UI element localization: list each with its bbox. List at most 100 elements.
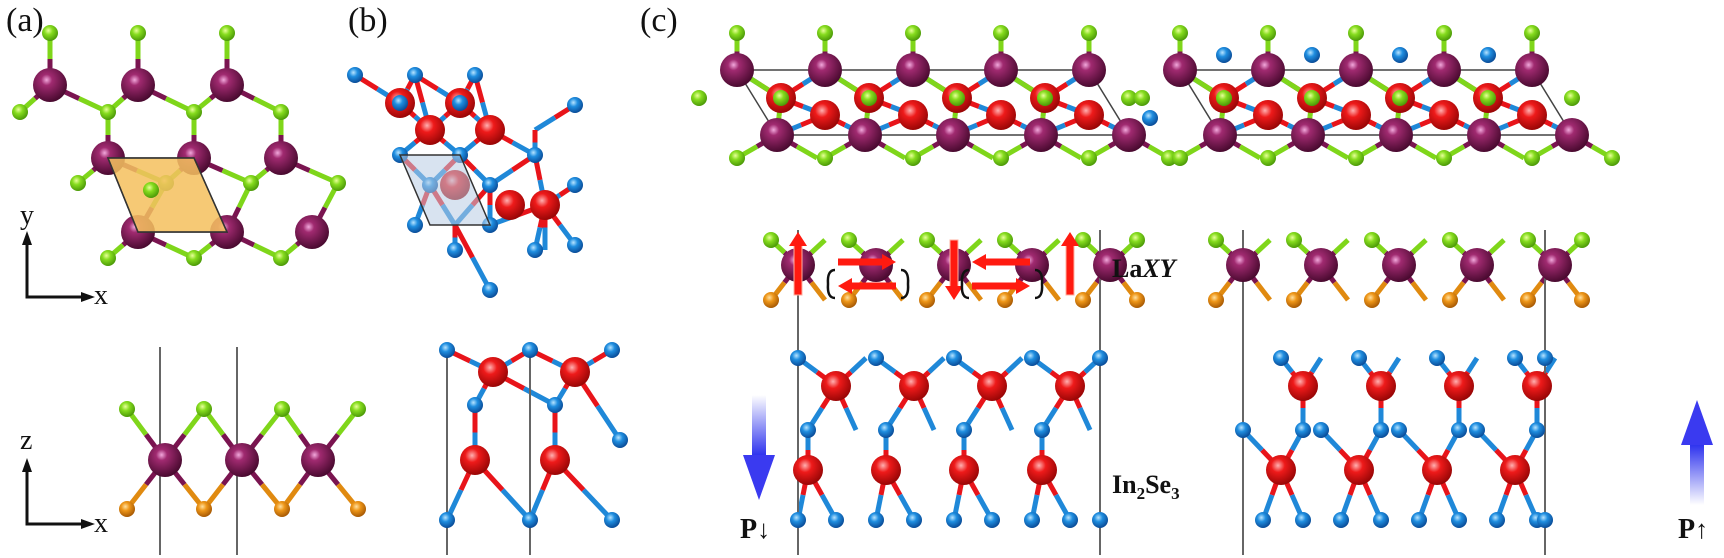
- axis-arrows-xz: [25, 462, 91, 526]
- atom-la: [148, 443, 182, 477]
- axis-label-x-top: x: [94, 280, 108, 311]
- atom-se: [1304, 47, 1320, 63]
- atom-se: [439, 512, 455, 528]
- atom-la: [1515, 53, 1549, 87]
- spin-arrow-up-1: [793, 243, 803, 296]
- atom-se: [1469, 422, 1485, 438]
- panel-label-b: (b): [348, 2, 388, 39]
- atom-se: [1333, 512, 1349, 528]
- bond: [795, 144, 819, 161]
- atom-la: [301, 443, 335, 477]
- atom-se: [1537, 350, 1553, 366]
- bond: [843, 406, 859, 432]
- spin-arrow-down-head: [945, 286, 963, 300]
- atom-la: [264, 141, 298, 175]
- atom-se: [878, 422, 894, 438]
- atom-la: [1538, 248, 1572, 282]
- atom-x: [273, 104, 289, 120]
- atom-se: [467, 397, 483, 413]
- atom-x: [773, 90, 789, 106]
- atom-in: [810, 100, 840, 130]
- atom-in: [475, 115, 505, 145]
- atom-x: [1172, 150, 1188, 166]
- atom-se: [522, 512, 538, 528]
- atom-in: [1055, 371, 1085, 401]
- atom-la: [984, 53, 1018, 87]
- bond: [1410, 280, 1428, 302]
- atom-x: [1524, 150, 1540, 166]
- spin-arrow-up-2-head: [1061, 232, 1079, 246]
- atom-la: [1226, 248, 1260, 282]
- label-p-down: P↓: [740, 514, 771, 545]
- bond: [1077, 406, 1093, 432]
- bond: [533, 115, 557, 133]
- atom-y: [997, 292, 1013, 308]
- bracket-open-2: [960, 268, 970, 300]
- atom-x: [993, 150, 1009, 166]
- atom-x: [817, 150, 833, 166]
- atom-in: [949, 455, 979, 485]
- atom-x: [1286, 232, 1302, 248]
- spin-arrow-right-2: [972, 282, 1018, 290]
- bond: [1238, 144, 1262, 161]
- atom-x: [350, 401, 366, 417]
- atom-se: [407, 217, 423, 233]
- spin-arrow-right-1-head: [882, 254, 896, 270]
- atom-x: [1260, 150, 1276, 166]
- bond: [965, 238, 983, 255]
- atom-se: [1235, 422, 1251, 438]
- spin-arrow-right-1: [838, 258, 884, 266]
- axis-label-y: y: [20, 200, 34, 231]
- atom-x: [1348, 150, 1364, 166]
- atom-x: [729, 150, 745, 166]
- atoms-layer: [12, 25, 1620, 528]
- atom-in: [495, 190, 525, 220]
- atom-la: [1555, 118, 1589, 152]
- atom-x: [1480, 90, 1496, 106]
- atom-in: [898, 100, 928, 130]
- bond: [971, 144, 995, 161]
- atom-la: [808, 53, 842, 87]
- bond: [965, 280, 983, 302]
- atom-la: [1460, 248, 1494, 282]
- unit-cell-a-overlay: [106, 157, 229, 233]
- label-p-up: P↑: [1678, 514, 1709, 545]
- atom-se: [1034, 422, 1050, 438]
- atom-la: [1203, 118, 1237, 152]
- spin-arrow-right-2-head: [1016, 278, 1030, 294]
- atom-x: [841, 232, 857, 248]
- atom-x: [274, 401, 290, 417]
- bond: [1387, 356, 1402, 374]
- label-in2se3: In2Se3: [1112, 470, 1180, 504]
- atom-y: [1520, 292, 1536, 308]
- bond: [1043, 238, 1061, 255]
- atom-x: [196, 401, 212, 417]
- atom-se: [1537, 512, 1553, 528]
- atom-x: [186, 104, 202, 120]
- atom-in: [1429, 100, 1459, 130]
- bond: [887, 238, 905, 255]
- overlays-layer: [22, 154, 1713, 529]
- polarization-arrow-up-head: [1681, 400, 1713, 445]
- bracket-close-1: [900, 268, 910, 300]
- atom-y: [763, 292, 779, 308]
- atom-in: [977, 371, 1007, 401]
- atom-se: [1480, 47, 1496, 63]
- label-laxy: LaXY: [1112, 254, 1176, 283]
- atom-se: [604, 512, 620, 528]
- atom-se: [567, 97, 583, 113]
- atom-la: [936, 118, 970, 152]
- atom-x: [243, 175, 259, 191]
- spin-arrow-left-2: [984, 258, 1030, 266]
- atom-x: [1208, 232, 1224, 248]
- atom-x: [861, 90, 877, 106]
- atom-x: [1392, 90, 1408, 106]
- spin-arrow-up-2: [1065, 243, 1075, 296]
- atom-se: [527, 242, 543, 258]
- atom-in: [1341, 100, 1371, 130]
- bond: [1465, 356, 1480, 374]
- atom-x: [1348, 25, 1364, 41]
- atom-se: [522, 342, 538, 358]
- atom-x: [905, 150, 921, 166]
- atom-y: [841, 292, 857, 308]
